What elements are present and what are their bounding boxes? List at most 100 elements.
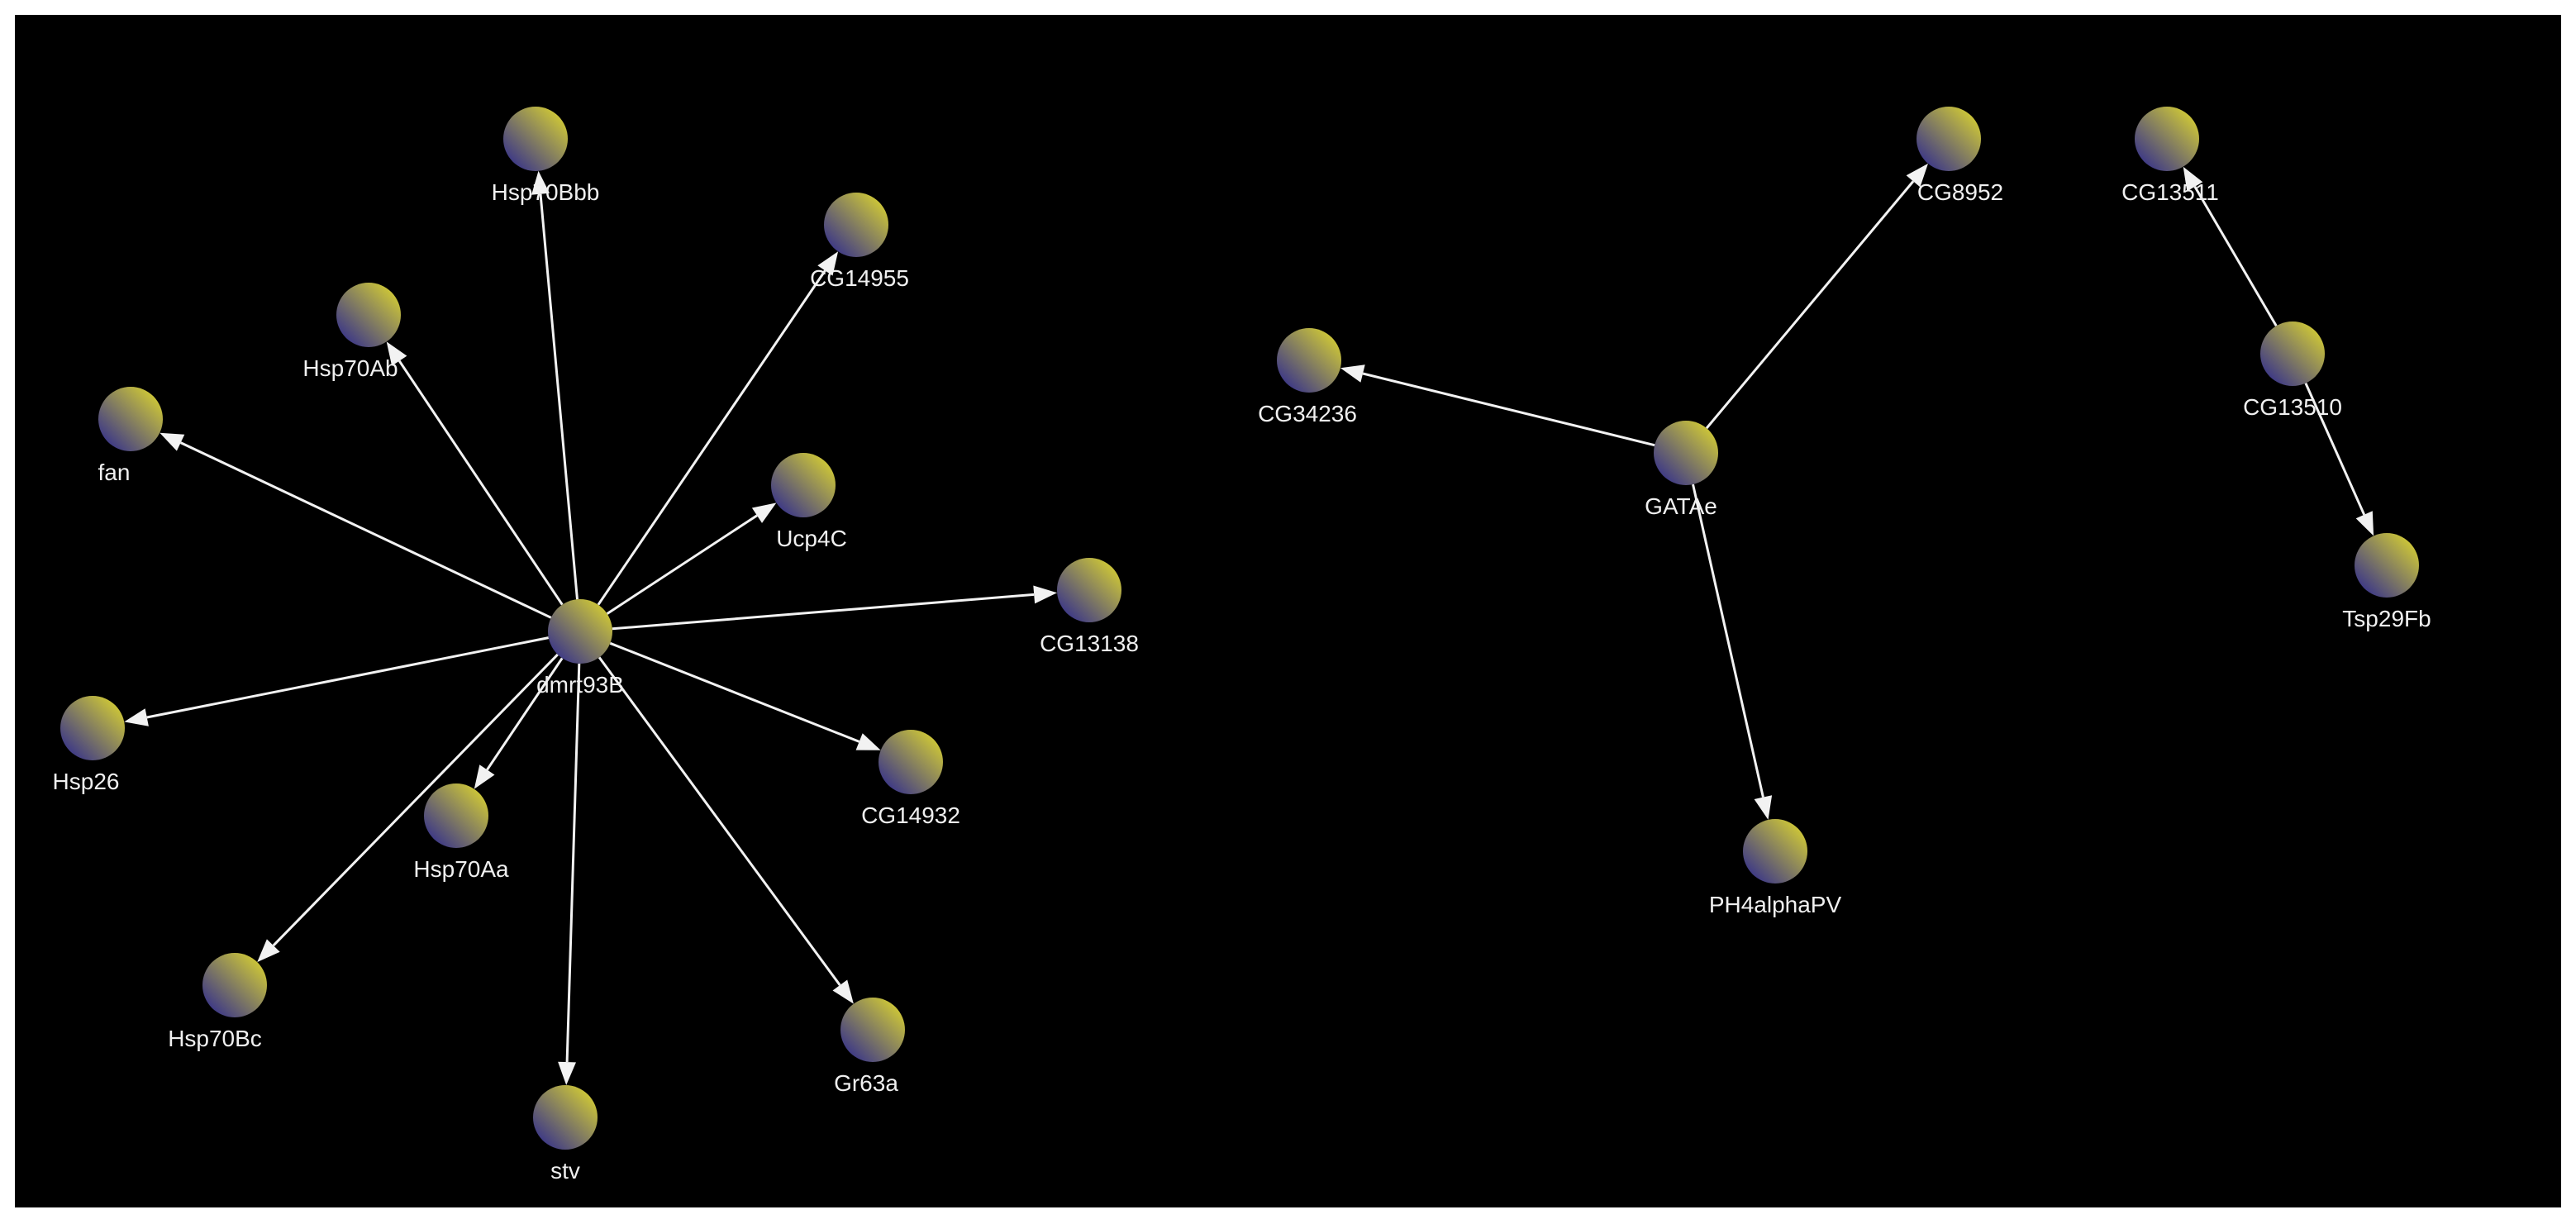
arrowhead-icon (2183, 166, 2203, 192)
edge-GATAe-to-CG34236 (1340, 364, 1655, 447)
edge-line (146, 636, 549, 719)
edge-line (1705, 180, 1915, 430)
arrowhead-icon (855, 733, 881, 750)
node-circle[interactable] (771, 453, 836, 517)
node-CG14932[interactable]: CG14932 (861, 730, 960, 828)
node-GATAe[interactable]: GATAe (1645, 421, 1718, 519)
node-label: Hsp26 (53, 769, 120, 794)
node-circle[interactable] (202, 953, 267, 1017)
node-circle[interactable] (98, 387, 163, 451)
node-PH4alphaPV[interactable]: PH4alphaPV (1709, 819, 1842, 917)
edge-dmrt93B-to-CG14955 (597, 251, 839, 606)
edge-dmrt93B-to-Ucp4C (606, 502, 777, 615)
node-circle[interactable] (1743, 819, 1807, 883)
node-circle[interactable] (824, 193, 888, 257)
arrowhead-icon (2355, 511, 2374, 536)
edge-line (1692, 483, 1764, 798)
node-CG8952[interactable]: CG8952 (1917, 107, 2003, 205)
node-CG13510[interactable]: CG13510 (2243, 321, 2342, 420)
node-label: CG14955 (810, 265, 909, 291)
node-label: GATAe (1645, 493, 1717, 519)
edge-GATAe-to-PH4alphaPV (1692, 483, 1773, 820)
node-Tsp29Fb[interactable]: Tsp29Fb (2342, 533, 2431, 631)
edge-line (1362, 372, 1655, 447)
node-label: fan (98, 460, 131, 485)
arrowhead-icon (386, 341, 407, 366)
node-circle[interactable] (1917, 107, 1981, 171)
node-label: Ucp4C (776, 526, 847, 551)
node-Hsp70Bc[interactable]: Hsp70Bc (168, 953, 267, 1051)
node-label: stv (550, 1158, 580, 1184)
edge-line (398, 360, 564, 606)
node-CG13138[interactable]: CG13138 (1040, 558, 1139, 656)
edge-dmrt93B-to-fan (160, 432, 552, 619)
node-dmrt93B[interactable]: dmrt93B (536, 599, 624, 698)
edge-dmrt93B-to-Hsp26 (124, 636, 549, 726)
node-stv[interactable]: stv (533, 1085, 598, 1184)
arrowhead-icon (1033, 585, 1058, 604)
node-circle[interactable] (533, 1085, 598, 1150)
node-circle[interactable] (2355, 533, 2419, 598)
arrowhead-icon (1340, 364, 1365, 383)
node-circle[interactable] (879, 730, 943, 794)
edge-line (609, 641, 860, 743)
node-Hsp26[interactable]: Hsp26 (53, 696, 125, 794)
node-CG34236[interactable]: CG34236 (1258, 328, 1357, 426)
edge-line (2193, 186, 2278, 327)
edge-dmrt93B-to-Hsp70Bbb (531, 170, 579, 600)
node-circle[interactable] (2135, 107, 2199, 171)
edge-line (539, 193, 579, 600)
node-circle[interactable] (503, 107, 568, 171)
node-circle[interactable] (548, 599, 612, 664)
edge-line (612, 593, 1035, 631)
node-Gr63a[interactable]: Gr63a (834, 998, 905, 1096)
edge-dmrt93B-to-Hsp70Aa (474, 657, 564, 789)
edge-line (606, 514, 758, 615)
node-circle[interactable] (424, 783, 488, 848)
arrowhead-icon (124, 708, 149, 726)
edge-dmrt93B-to-Gr63a (598, 656, 854, 1004)
arrowhead-icon (558, 1061, 576, 1085)
node-label: CG13511 (2121, 179, 2219, 205)
node-label: CG14932 (861, 803, 960, 828)
node-circle[interactable] (1654, 421, 1718, 485)
edge-line (486, 657, 564, 771)
node-CG14955[interactable]: CG14955 (810, 193, 909, 291)
node-Hsp70Ab[interactable]: Hsp70Ab (302, 283, 401, 381)
node-circle[interactable] (336, 283, 401, 347)
edge-line (565, 663, 581, 1063)
edge-line (179, 441, 552, 619)
node-label: CG13510 (2243, 394, 2342, 420)
arrowhead-icon (817, 251, 839, 276)
arrowhead-icon (1754, 795, 1773, 820)
edge-line (2304, 382, 2366, 516)
node-circle[interactable] (1057, 558, 1121, 622)
node-Ucp4C[interactable]: Ucp4C (771, 453, 847, 551)
node-fan[interactable]: fan (98, 387, 163, 485)
edge-line (598, 656, 841, 986)
edge-CG13510-to-Tsp29Fb (2304, 382, 2374, 536)
node-circle[interactable] (1277, 328, 1341, 393)
node-label: Hsp70Ab (302, 355, 398, 381)
node-Hsp70Aa[interactable]: Hsp70Aa (413, 783, 509, 882)
edge-dmrt93B-to-stv (558, 663, 581, 1085)
node-circle[interactable] (60, 696, 125, 760)
node-label: CG8952 (1917, 179, 2003, 205)
node-label: PH4alphaPV (1709, 892, 1842, 917)
node-label: CG34236 (1258, 401, 1357, 426)
node-circle[interactable] (840, 998, 905, 1062)
edge-dmrt93B-to-CG13138 (612, 585, 1058, 631)
node-label: Hsp70Bbb (492, 179, 600, 205)
node-CG13511[interactable]: CG13511 (2121, 107, 2219, 205)
node-Hsp70Bbb[interactable]: Hsp70Bbb (492, 107, 600, 205)
node-circle[interactable] (2260, 321, 2325, 386)
node-label: Hsp70Aa (413, 856, 509, 882)
edge-CG13510-to-CG13511 (2183, 166, 2278, 327)
edge-dmrt93B-to-Hsp70Bc (257, 653, 559, 963)
arrowhead-icon (474, 764, 495, 789)
node-label: Tsp29Fb (2342, 606, 2431, 631)
arrowhead-icon (832, 979, 854, 1004)
